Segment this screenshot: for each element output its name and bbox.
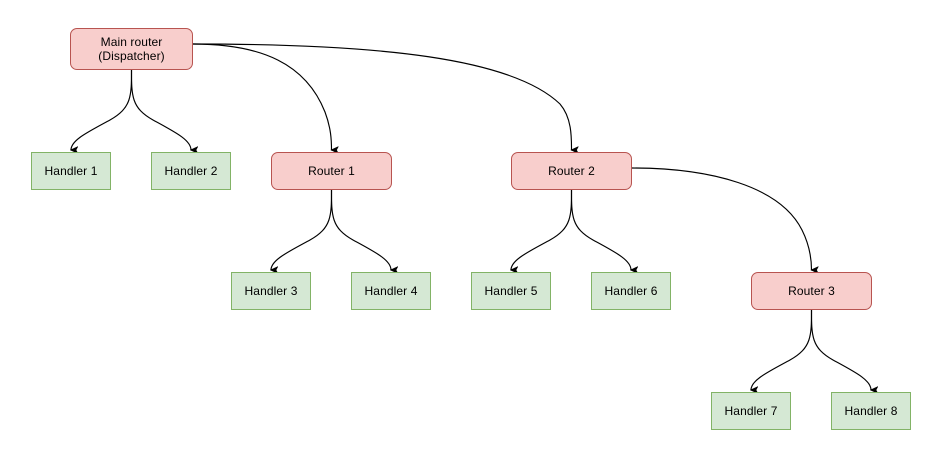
edge-router1-to-handler4 [330, 189, 399, 274]
edge-main_router-to-handler1 [70, 69, 133, 154]
node-label-handler1: Handler 1 [44, 164, 98, 178]
node-router1[interactable]: Router 1 [271, 152, 392, 190]
edge-main_router-to-router2 [192, 43, 579, 154]
node-label-main_router: Main router (Dispatcher) [98, 35, 165, 63]
node-label-handler4: Handler 4 [364, 284, 418, 298]
node-label-handler5: Handler 5 [484, 284, 538, 298]
node-handler1[interactable]: Handler 1 [31, 152, 111, 190]
node-main_router[interactable]: Main router (Dispatcher) [70, 28, 193, 70]
node-label-handler3: Handler 3 [244, 284, 298, 298]
edge-group [70, 43, 879, 394]
edge-router2-to-handler5 [510, 189, 573, 274]
edge-router3-to-handler8 [810, 309, 879, 394]
node-label-handler6: Handler 6 [604, 284, 658, 298]
node-handler6[interactable]: Handler 6 [591, 272, 671, 310]
node-router3[interactable]: Router 3 [751, 272, 872, 310]
node-handler7[interactable]: Handler 7 [711, 392, 791, 430]
node-label-router2: Router 2 [548, 164, 595, 178]
node-handler5[interactable]: Handler 5 [471, 272, 551, 310]
edge-router3-to-handler7 [750, 309, 813, 394]
node-handler4[interactable]: Handler 4 [351, 272, 431, 310]
edge-main_router-to-router1 [192, 43, 339, 154]
node-label-handler8: Handler 8 [844, 404, 898, 418]
edge-router2-to-router3 [631, 167, 819, 274]
edge-router1-to-handler3 [270, 189, 333, 274]
edge-main_router-to-handler2 [130, 69, 199, 154]
node-label-handler2: Handler 2 [164, 164, 218, 178]
node-handler2[interactable]: Handler 2 [151, 152, 231, 190]
node-handler8[interactable]: Handler 8 [831, 392, 911, 430]
node-router2[interactable]: Router 2 [511, 152, 632, 190]
node-label-router3: Router 3 [788, 284, 835, 298]
node-label-handler7: Handler 7 [724, 404, 778, 418]
edge-router2-to-handler6 [570, 189, 639, 274]
node-handler3[interactable]: Handler 3 [231, 272, 311, 310]
node-label-router1: Router 1 [308, 164, 355, 178]
